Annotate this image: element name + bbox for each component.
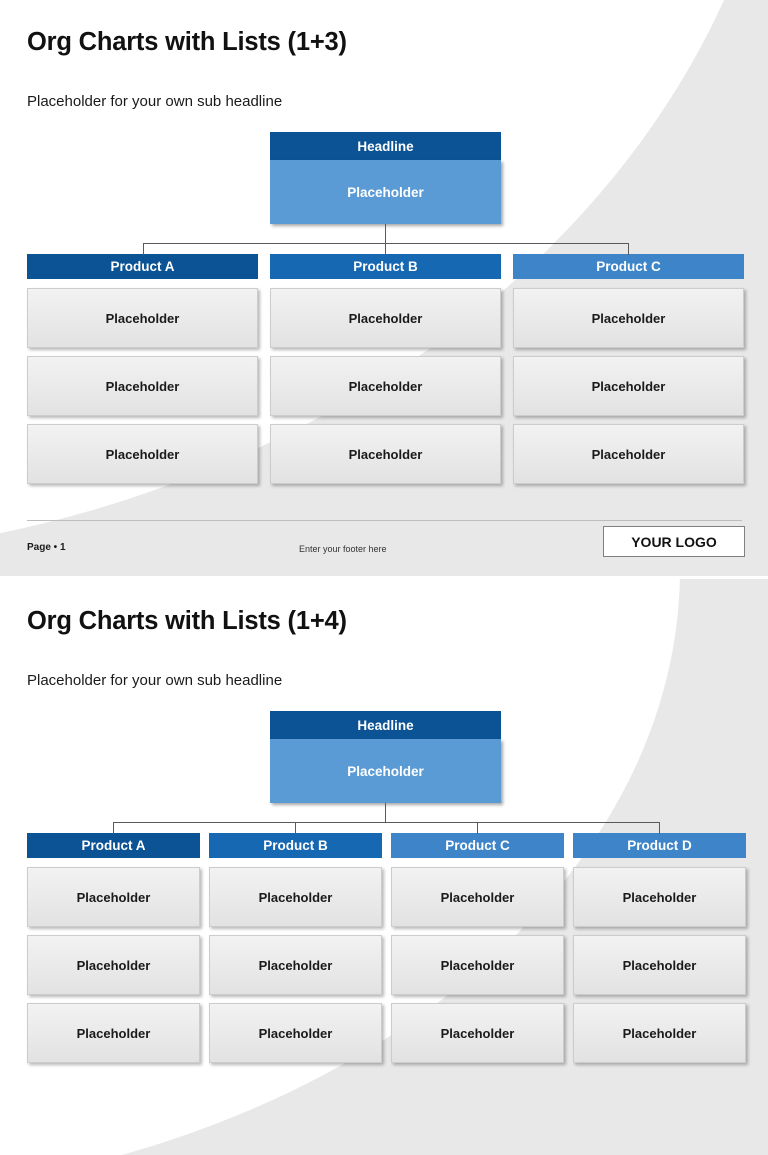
list-item[interactable]: Placeholder: [209, 867, 382, 927]
list-item[interactable]: Placeholder: [391, 935, 564, 995]
connector-root-stem: [385, 224, 386, 244]
slide-1-content: Org Charts with Lists (1+3) Placeholder …: [0, 0, 768, 576]
page-subtitle: Placeholder for your own sub headline: [27, 93, 283, 110]
logo-placeholder[interactable]: YOUR LOGO: [603, 526, 745, 557]
connector-drop-c: [628, 243, 629, 255]
slide-2-content: Org Charts with Lists (1+4) Placeholder …: [0, 579, 768, 1155]
connector-drop-d: [659, 822, 660, 834]
root-body-box[interactable]: Placeholder: [270, 160, 501, 224]
list-item[interactable]: Placeholder: [270, 356, 501, 416]
connector-drop-b: [295, 822, 296, 834]
connector-drop-a: [143, 243, 144, 255]
list-item[interactable]: Placeholder: [27, 288, 258, 348]
list-item[interactable]: Placeholder: [209, 1003, 382, 1063]
footer-placeholder-text[interactable]: Enter your footer here: [299, 544, 387, 554]
column-header-product-c[interactable]: Product C: [513, 254, 744, 279]
slide-2: Org Charts with Lists (1+4) Placeholder …: [0, 576, 768, 1155]
column-header-product-c[interactable]: Product C: [391, 833, 564, 858]
column-header-product-b[interactable]: Product B: [270, 254, 501, 279]
list-item[interactable]: Placeholder: [391, 1003, 564, 1063]
list-item[interactable]: Placeholder: [27, 356, 258, 416]
list-item[interactable]: Placeholder: [573, 935, 746, 995]
list-item[interactable]: Placeholder: [513, 424, 744, 484]
column-header-product-d[interactable]: Product D: [573, 833, 746, 858]
root-body-box[interactable]: Placeholder: [270, 739, 501, 803]
list-item[interactable]: Placeholder: [27, 935, 200, 995]
list-item[interactable]: Placeholder: [513, 356, 744, 416]
connector-horizontal-bus: [113, 822, 659, 823]
column-header-product-a[interactable]: Product A: [27, 833, 200, 858]
list-item[interactable]: Placeholder: [270, 424, 501, 484]
connector-root-stem: [385, 803, 386, 823]
page-title: Org Charts with Lists (1+4): [27, 607, 347, 635]
column-header-product-b[interactable]: Product B: [209, 833, 382, 858]
list-item[interactable]: Placeholder: [27, 1003, 200, 1063]
list-item[interactable]: Placeholder: [27, 424, 258, 484]
root-header-box[interactable]: Headline: [270, 711, 501, 739]
page-number: Page • 1: [27, 542, 66, 553]
list-item[interactable]: Placeholder: [573, 867, 746, 927]
connector-drop-c: [477, 822, 478, 834]
root-header-box[interactable]: Headline: [270, 132, 501, 160]
connector-drop-b: [385, 243, 386, 255]
list-item[interactable]: Placeholder: [513, 288, 744, 348]
connector-drop-a: [113, 822, 114, 834]
column-header-product-a[interactable]: Product A: [27, 254, 258, 279]
list-item[interactable]: Placeholder: [209, 935, 382, 995]
connector-horizontal-bus: [143, 243, 629, 244]
slide-1: Org Charts with Lists (1+3) Placeholder …: [0, 0, 768, 576]
footer-divider: [27, 520, 742, 521]
page-title: Org Charts with Lists (1+3): [27, 28, 347, 56]
page-subtitle: Placeholder for your own sub headline: [27, 672, 283, 689]
list-item[interactable]: Placeholder: [391, 867, 564, 927]
list-item[interactable]: Placeholder: [270, 288, 501, 348]
list-item[interactable]: Placeholder: [573, 1003, 746, 1063]
list-item[interactable]: Placeholder: [27, 867, 200, 927]
